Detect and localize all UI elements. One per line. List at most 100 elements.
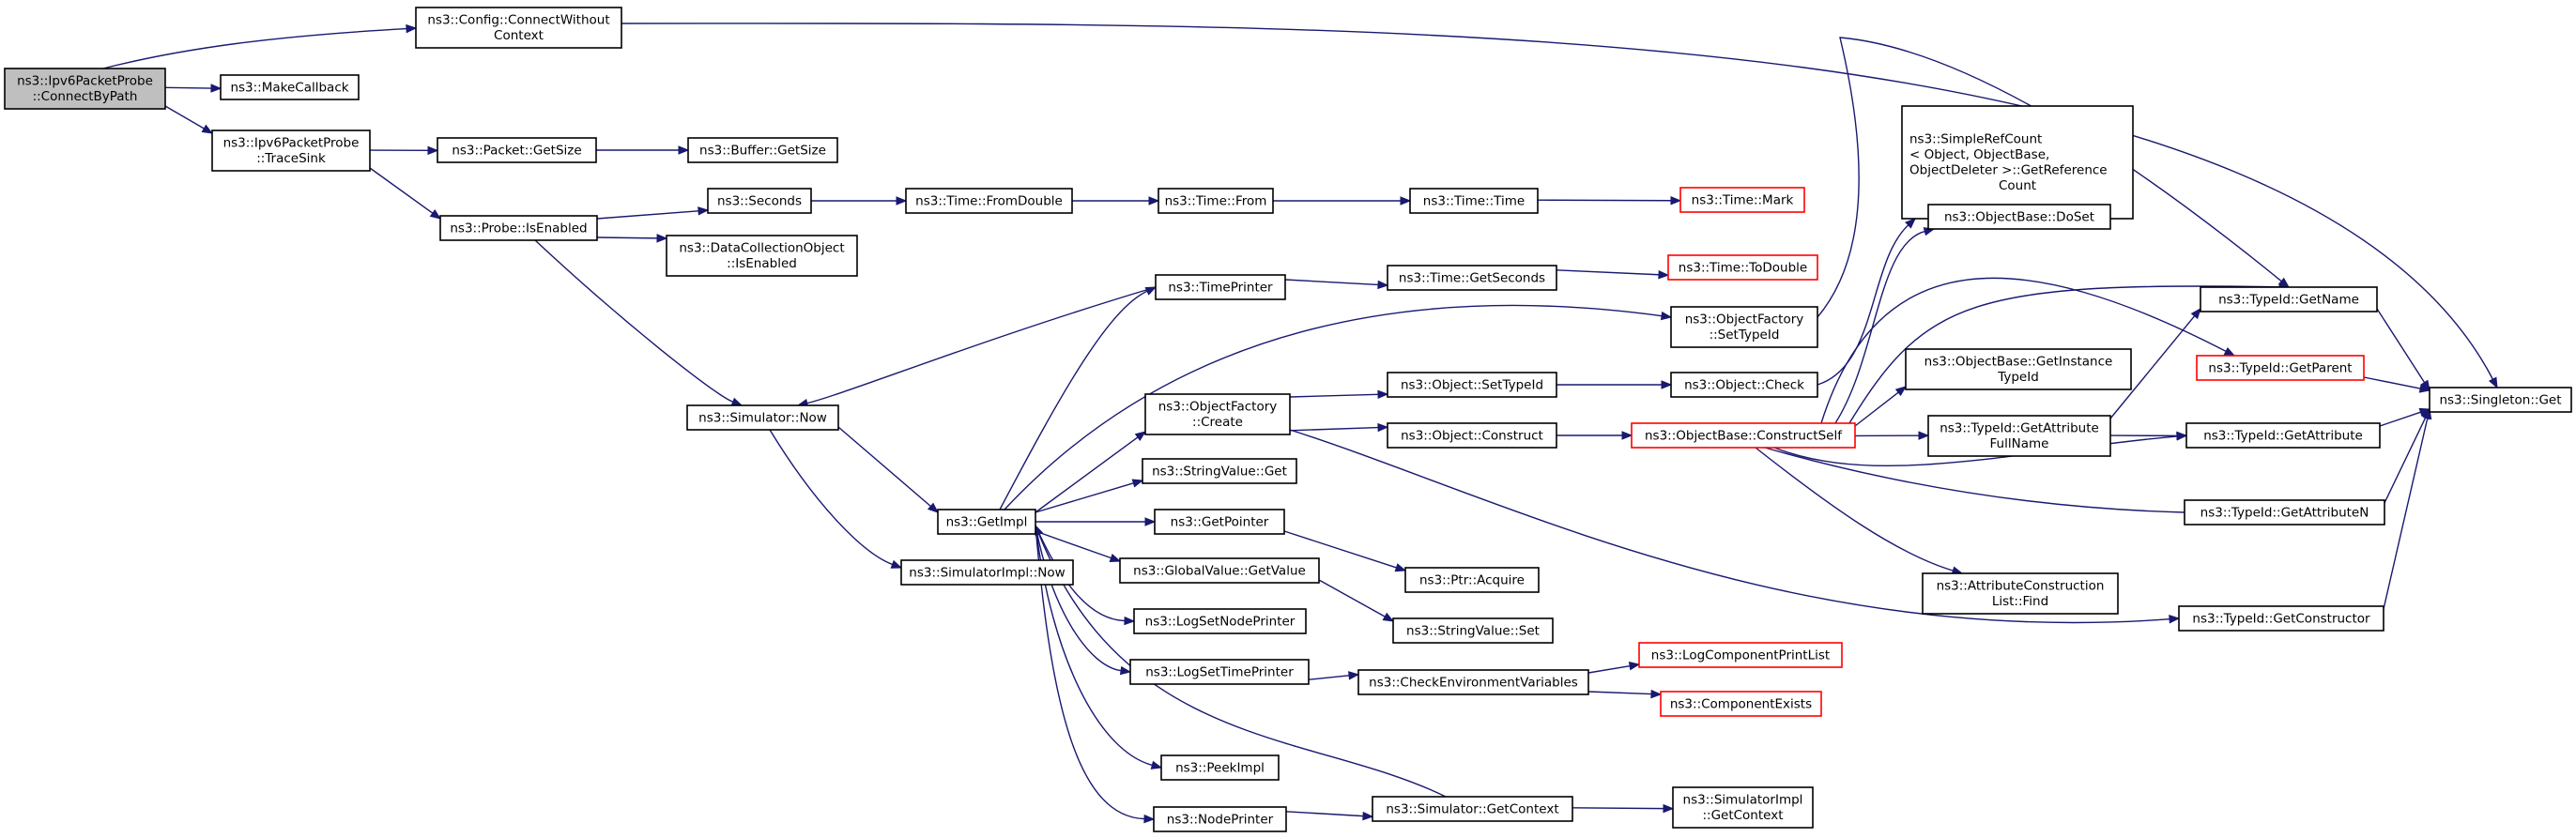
node-label: ns3::AttributeConstruction	[1937, 579, 2105, 594]
edge-objsettypeid-to-objcheck	[1556, 380, 1673, 389]
node-gvget[interactable]: ns3::GlobalValue::GetValue	[1119, 557, 1320, 584]
edge-getattrn-to-singleton	[2384, 407, 2430, 504]
node-box	[1392, 617, 1554, 644]
node-ofsettypeid[interactable]: ns3::ObjectFactory::SetTypeId	[1670, 306, 1818, 348]
node-ptracquire[interactable]: ns3::Ptr::Acquire	[1404, 567, 1540, 593]
node-label: ns3::Simulator::Now	[698, 410, 827, 425]
edge-ofcreate-to-objsettypeid	[1289, 389, 1389, 400]
node-simctx[interactable]: ns3::Simulator::GetContext	[1372, 796, 1573, 822]
node-fromdouble[interactable]: ns3::Time::FromDouble	[905, 188, 1073, 214]
node-construct[interactable]: ns3::ObjectBase::ConstructSelf	[1631, 422, 1856, 449]
node-bufsize[interactable]: ns3::Buffer::GetSize	[687, 137, 838, 163]
node-box	[687, 137, 838, 163]
node-label: ns3::SimpleRefCount	[1909, 132, 2042, 147]
edge-getimpl-to-ofcreate	[1035, 431, 1147, 513]
node-dco[interactable]: ns3::DataCollectionObject::IsEnabled	[666, 235, 858, 277]
node-label: ns3::Simulator::GetContext	[1386, 801, 1558, 816]
node-logcomp[interactable]: ns3::LogComponentPrintList	[1638, 642, 1843, 668]
node-label: ns3::Singleton::Get	[2439, 392, 2561, 407]
edge-timeprinter-to-getseconds	[1284, 279, 1389, 290]
node-logtime[interactable]: ns3::LogSetTimePrinter	[1129, 659, 1310, 685]
node-getconstructor[interactable]: ns3::TypeId::GetConstructor	[2178, 605, 2384, 632]
node-getattr[interactable]: ns3::TypeId::GetAttribute	[2185, 422, 2381, 449]
node-getseconds[interactable]: ns3::Time::GetSeconds	[1387, 265, 1557, 291]
node-label: ns3::TypeId::GetConstructor	[2192, 611, 2370, 626]
edge-root-to-cwc	[102, 23, 418, 69]
node-objcheck[interactable]: ns3::Object::Check	[1670, 372, 1818, 398]
node-compexists[interactable]: ns3::ComponentExists	[1660, 691, 1822, 717]
node-getparent[interactable]: ns3::TypeId::GetParent	[2196, 355, 2365, 381]
node-box	[1927, 204, 2111, 230]
node-nodeprinter[interactable]: ns3::NodePrinter	[1153, 806, 1287, 832]
edge-getseconds-to-todouble	[1556, 269, 1670, 280]
node-getattrn[interactable]: ns3::TypeId::GetAttributeN	[2184, 499, 2385, 526]
edge-getimpl-to-timeprinter	[999, 286, 1158, 510]
node-checkenv[interactable]: ns3::CheckEnvironmentVariables	[1357, 669, 1589, 695]
node-strset[interactable]: ns3::StringValue::Set	[1392, 617, 1554, 644]
edge-construct-to-doset	[1834, 227, 1936, 424]
node-box	[1387, 265, 1557, 291]
node-doset[interactable]: ns3::ObjectBase::DoSet	[1927, 204, 2111, 230]
node-makecb[interactable]: ns3::MakeCallback	[220, 74, 360, 100]
edge-root-to-tracesink	[164, 105, 214, 134]
node-box	[1158, 188, 1274, 214]
node-objsettypeid[interactable]: ns3::Object::SetTypeId	[1387, 372, 1557, 398]
edge-getimpl-to-getpointer	[1035, 517, 1157, 526]
node-siminow[interactable]: ns3::SimulatorImpl::Now	[900, 559, 1074, 586]
node-getpointer[interactable]: ns3::GetPointer	[1154, 509, 1285, 535]
node-ofcreate[interactable]: ns3::ObjectFactory::Create	[1144, 393, 1291, 435]
node-todouble[interactable]: ns3::Time::ToDouble	[1667, 254, 1818, 281]
node-label: ns3::TypeId::GetAttribute	[2203, 428, 2363, 443]
node-timeprinter[interactable]: ns3::TimePrinter	[1155, 274, 1286, 300]
edge-probe-to-seconds	[596, 206, 710, 220]
node-label: ns3::TypeId::GetAttribute	[1940, 421, 2099, 436]
node-simnow[interactable]: ns3::Simulator::Now	[686, 404, 839, 431]
node-probe[interactable]: ns3::Probe::IsEnabled	[439, 215, 598, 241]
node-label: ns3::Buffer::GetSize	[699, 143, 826, 158]
node-label: ns3::Config::ConnectWithout	[427, 13, 609, 28]
edge-ofcreate-to-getconstructor	[1289, 429, 2181, 624]
node-tracesink[interactable]: ns3::Ipv6PacketProbe::TraceSink	[211, 130, 371, 172]
node-label: ns3::LogComponentPrintList	[1651, 648, 1830, 663]
node-simictx[interactable]: ns3::SimulatorImpl::GetContext	[1672, 786, 1814, 829]
edge-simctx-to-simictx	[1572, 803, 1675, 814]
node-label: ns3::StringValue::Get	[1152, 464, 1287, 479]
node-label: ns3::Object::SetTypeId	[1401, 377, 1543, 392]
node-box	[1670, 306, 1818, 348]
edge-construct-to-attrfind	[1755, 447, 1964, 575]
node-pktsize[interactable]: ns3::Packet::GetSize	[437, 137, 597, 163]
node-strget[interactable]: ns3::StringValue::Get	[1142, 458, 1297, 484]
node-peekimpl[interactable]: ns3::PeekImpl	[1160, 754, 1280, 781]
node-label: ns3::Ipv6PacketProbe	[223, 136, 360, 151]
node-lognode[interactable]: ns3::LogSetNodePrinter	[1133, 608, 1307, 634]
node-getimpl[interactable]: ns3::GetImpl	[937, 509, 1036, 535]
node-label: ns3::ObjectFactory	[1685, 312, 1804, 328]
node-singleton[interactable]: ns3::Singleton::Get	[2429, 387, 2572, 413]
node-refcount[interactable]: ns3::SimpleRefCount< Object, ObjectBase,…	[1901, 105, 2134, 220]
node-mark[interactable]: ns3::Time::Mark	[1679, 187, 1805, 213]
node-label: ns3::ObjectFactory	[1158, 400, 1278, 415]
node-box	[415, 7, 622, 49]
node-timetime[interactable]: ns3::Time::Time	[1409, 188, 1539, 214]
node-getname[interactable]: ns3::TypeId::GetName	[2200, 286, 2378, 312]
node-label: List::Find	[1992, 594, 2048, 609]
node-seconds[interactable]: ns3::Seconds	[707, 188, 812, 214]
edge-seconds-to-fromdouble	[811, 196, 908, 206]
edge-getpointer-to-ptracquire	[1283, 530, 1407, 572]
node-label: ns3::Packet::GetSize	[452, 143, 581, 158]
node-box	[1372, 796, 1573, 822]
node-label: ns3::TypeId::GetAttributeN	[2200, 505, 2369, 520]
node-from[interactable]: ns3::Time::From	[1158, 188, 1274, 214]
node-box	[439, 215, 598, 241]
node-box	[2200, 286, 2378, 312]
node-root[interactable]: ns3::Ipv6PacketProbe::ConnectByPath	[4, 68, 166, 110]
edge-root-to-makecb	[164, 84, 222, 93]
node-objconstruct[interactable]: ns3::Object::Construct	[1387, 422, 1557, 449]
edge-checkenv-to-compexists	[1587, 689, 1663, 699]
node-label: ns3::GetPointer	[1171, 514, 1269, 529]
